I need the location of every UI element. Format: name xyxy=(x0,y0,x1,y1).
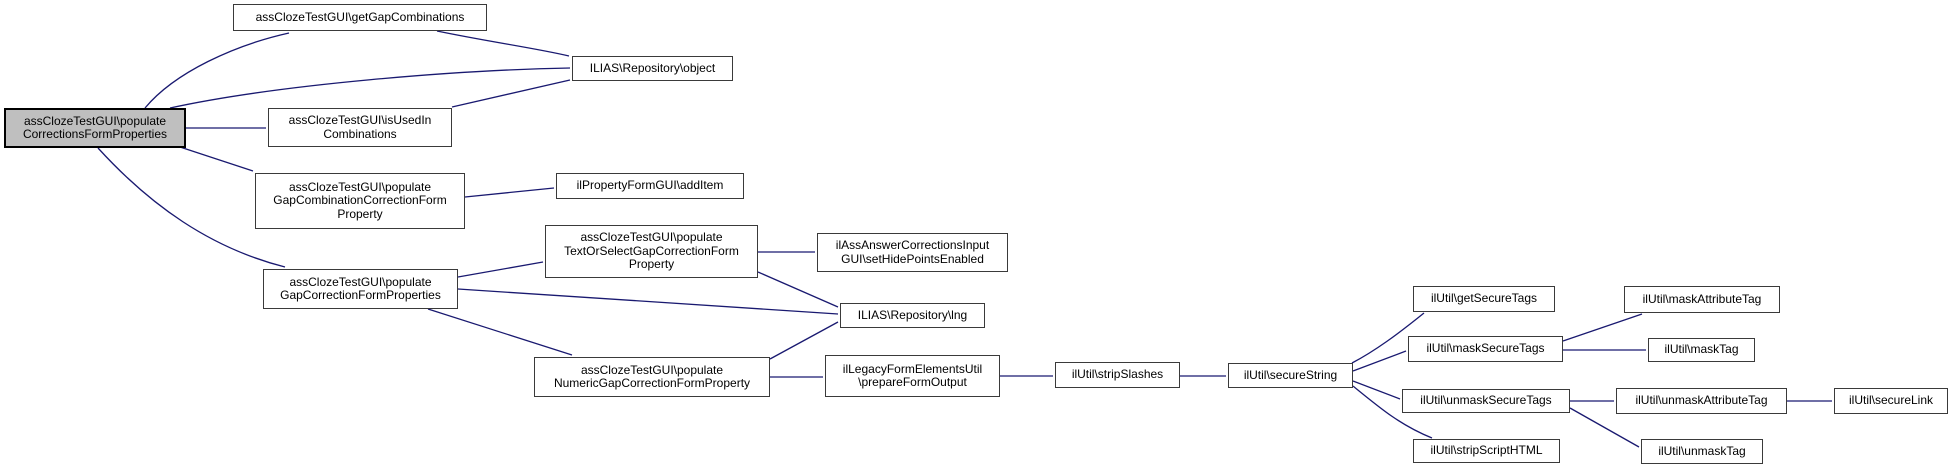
edge-unmaskSecureTags-to-unmaskTag xyxy=(1569,407,1640,448)
node-maskSecureTags[interactable]: ilUtil\maskSecureTags xyxy=(1408,336,1563,362)
node-label-line: ilUtil\maskAttributeTag xyxy=(1642,291,1762,306)
node-secureString[interactable]: ilUtil\secureString xyxy=(1228,363,1353,388)
node-prepareFormOutput[interactable]: ilLegacyFormElementsUtil\prepareFormOutp… xyxy=(825,355,1000,397)
node-label-line: ilUtil\stripSlashes xyxy=(1071,367,1164,382)
node-label-line: assClozeTestGUI\populate xyxy=(580,362,724,377)
node-label-line: ILIAS\Repository\object xyxy=(589,60,716,75)
node-label-line: ilUtil\unmaskTag xyxy=(1658,443,1746,458)
edge-secureString-to-getSecureTags xyxy=(1351,312,1425,364)
edge-populateGapCorrectionFormProperties-to-populateTextOrSelectGapCorrectionFormProperty xyxy=(457,261,544,278)
edge-populateNumericGapCorrectionFormProperty-to-lng xyxy=(769,321,839,360)
node-label-line: ilLegacyFormElementsUtil xyxy=(842,361,983,376)
node-stripSlashes[interactable]: ilUtil\stripSlashes xyxy=(1055,362,1180,388)
node-label-line: CorrectionsFormProperties xyxy=(22,127,168,141)
node-label-line: ilUtil\unmaskSecureTags xyxy=(1420,393,1552,408)
edge-populateCorrectionsFormProperties-to-object xyxy=(169,67,571,109)
node-label-line: GapCorrectionFormProperties xyxy=(280,288,441,302)
node-label-line: ilUtil\secureLink xyxy=(1848,393,1934,408)
node-label-line: assClozeTestGUI\isUsedIn xyxy=(288,113,432,127)
node-label-line: Property xyxy=(337,206,383,221)
node-label-line: Combinations xyxy=(323,126,397,141)
node-label-line: ilUtil\secureString xyxy=(1243,367,1338,382)
node-unmaskAttributeTag[interactable]: ilUtil\unmaskAttributeTag xyxy=(1616,388,1787,414)
edge-populateGapCombinationCorrectionFormProperty-to-addItem xyxy=(464,187,555,198)
node-label-line: ilAssAnswerCorrectionsInput xyxy=(835,238,990,252)
node-getGapCombinations[interactable]: assClozeTestGUI\getGapCombinations xyxy=(233,4,487,31)
node-label-line: NumericGapCorrectionFormProperty xyxy=(553,376,751,390)
edge-populateTextOrSelectGapCorrectionFormProperty-to-lng xyxy=(757,271,839,308)
node-label-line: ilUtil\maskTag xyxy=(1664,342,1739,357)
node-label-line: ilUtil\stripScriptHTML xyxy=(1430,443,1543,458)
node-getSecureTags[interactable]: ilUtil\getSecureTags xyxy=(1413,286,1555,312)
node-addItem[interactable]: ilPropertyFormGUI\addItem xyxy=(556,173,744,199)
edge-populateCorrectionsFormProperties-to-populateGapCorrectionFormProperties xyxy=(97,147,286,268)
node-label-line: \prepareFormOutput xyxy=(858,375,967,389)
node-label-line: TextOrSelectGapCorrectionForm xyxy=(564,243,739,258)
edge-secureString-to-stripScriptHTML xyxy=(1352,385,1433,439)
node-label-line: GUI\setHidePointsEnabled xyxy=(841,251,984,266)
node-label-line: assClozeTestGUI\populate xyxy=(580,230,723,245)
node-label-line: GapCombinationCorrectionForm xyxy=(273,193,447,208)
node-stripScriptHTML[interactable]: ilUtil\stripScriptHTML xyxy=(1413,439,1560,463)
node-object[interactable]: ILIAS\Repository\object xyxy=(572,56,733,81)
node-maskAttributeTag[interactable]: ilUtil\maskAttributeTag xyxy=(1624,286,1780,313)
edge-populateGapCorrectionFormProperties-to-populateNumericGapCorrectionFormProperty xyxy=(427,308,573,356)
node-label-line: ILIAS\Repository\lng xyxy=(857,307,968,322)
edge-getGapCombinations-to-object xyxy=(436,30,570,57)
node-label-line: assClozeTestGUI\populate xyxy=(289,274,432,289)
edge-group xyxy=(97,30,1832,448)
node-label-line: assClozeTestGUI\getGapCombinations xyxy=(255,9,465,24)
node-label-line: ilUtil\maskSecureTags xyxy=(1426,341,1545,356)
edge-populateCorrectionsFormProperties-to-populateGapCombinationCorrectionFormProperty xyxy=(179,146,254,172)
node-label-line: ilUtil\unmaskAttributeTag xyxy=(1635,393,1768,408)
edge-maskSecureTags-to-maskAttributeTag xyxy=(1562,313,1643,342)
node-label-line: ilPropertyFormGUI\addItem xyxy=(576,178,724,193)
node-unmaskTag[interactable]: ilUtil\unmaskTag xyxy=(1641,439,1763,464)
node-maskTag[interactable]: ilUtil\maskTag xyxy=(1648,338,1755,362)
node-lng[interactable]: ILIAS\Repository\lng xyxy=(840,303,985,328)
node-label-line: assClozeTestGUI\populate xyxy=(288,179,432,194)
edge-secureString-to-unmaskSecureTags xyxy=(1352,380,1401,400)
edge-populateGapCorrectionFormProperties-to-lng xyxy=(457,288,839,315)
node-label-line: Property xyxy=(628,257,675,272)
edge-secureString-to-maskSecureTags xyxy=(1352,350,1407,372)
edge-isUsedInCombinations-to-object xyxy=(451,79,571,108)
node-secureLink[interactable]: ilUtil\secureLink xyxy=(1834,388,1948,414)
node-unmaskSecureTags[interactable]: ilUtil\unmaskSecureTags xyxy=(1402,389,1570,413)
node-label-line: assClozeTestGUI\populate xyxy=(23,113,167,128)
node-label-line: ilUtil\getSecureTags xyxy=(1430,291,1538,306)
edge-populateCorrectionsFormProperties-to-getGapCombinations xyxy=(144,32,290,109)
